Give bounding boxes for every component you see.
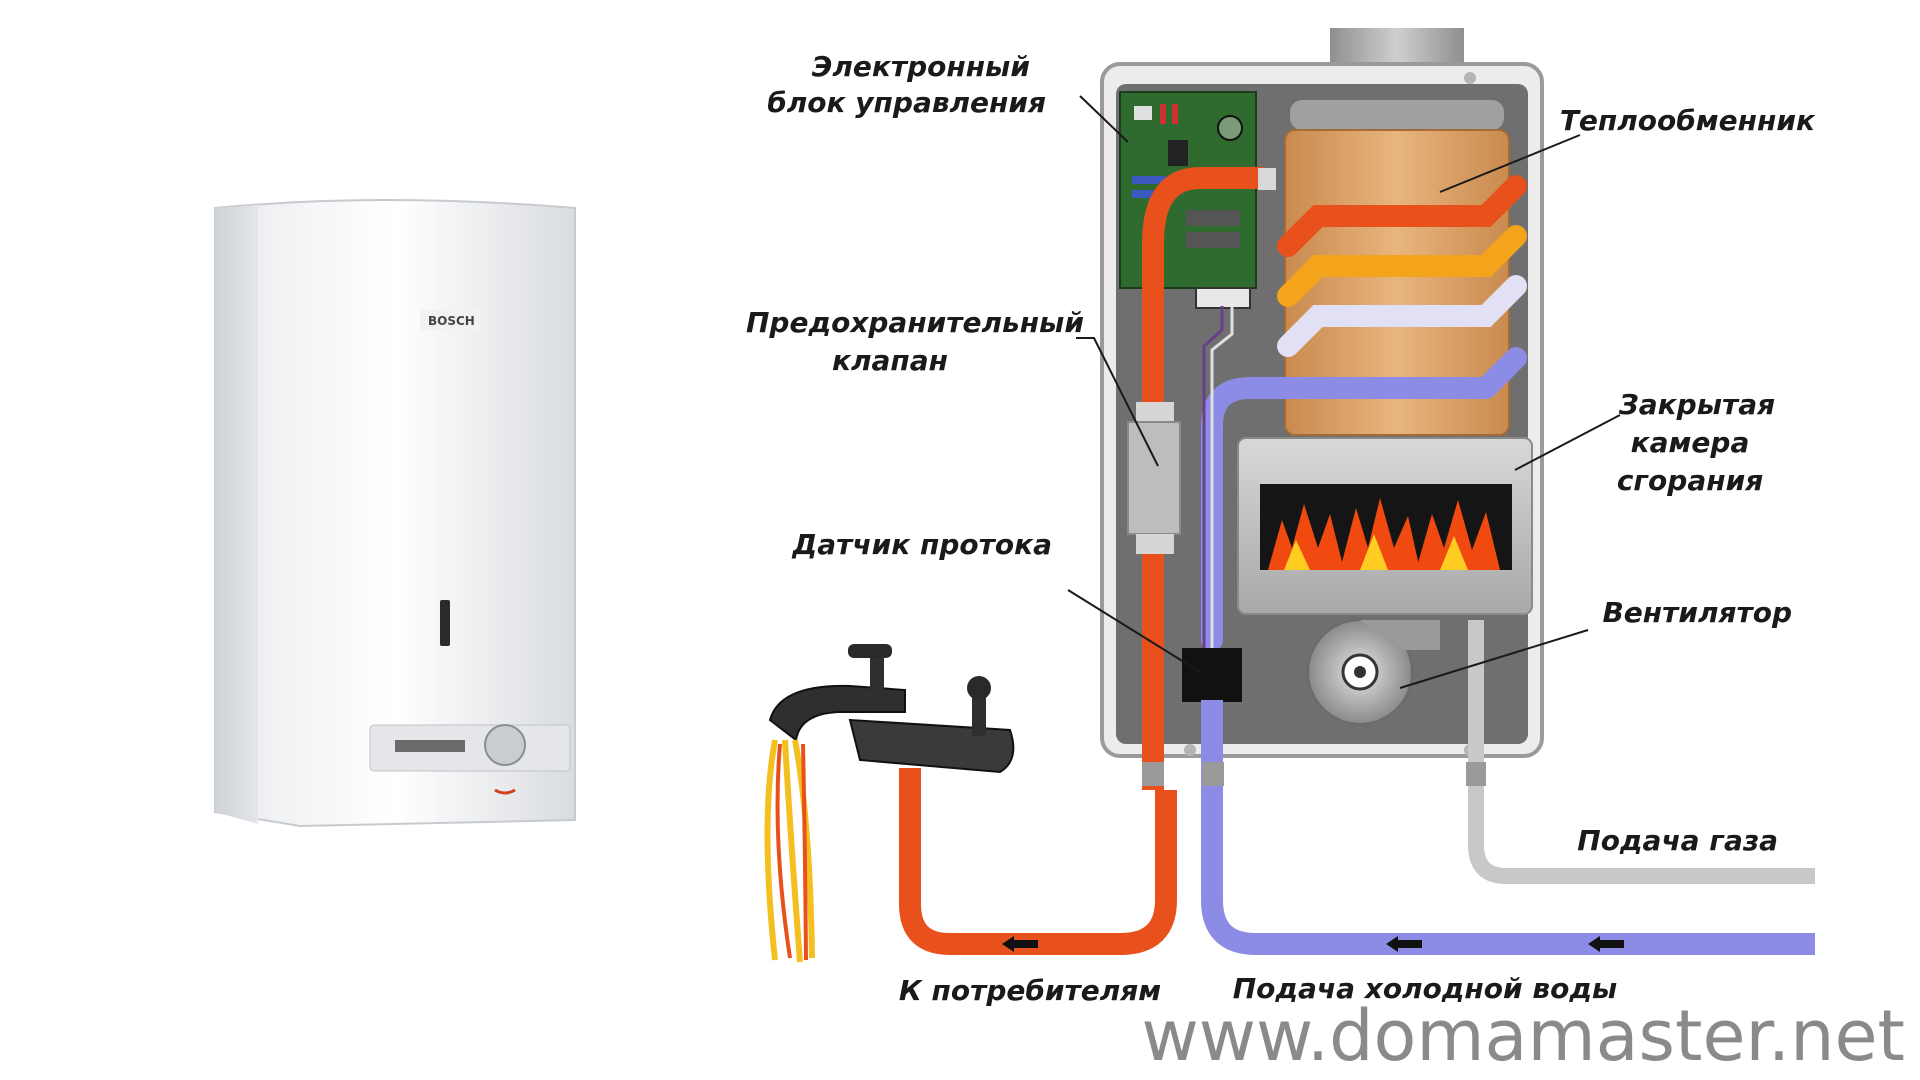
label-cold-water-supply: Подача холодной воды [1233, 972, 1618, 1005]
label-heat-exchanger: Теплообменник [1560, 104, 1816, 137]
safety-valve [1127, 402, 1181, 554]
label-combustion-chamber-line3: сгорания [1617, 464, 1763, 497]
coil-warm [1277, 225, 1527, 307]
cold-water-pipe [1201, 700, 1815, 955]
label-combustion-chamber-line1: Закрытая [1618, 388, 1775, 421]
label-combustion-chamber-line2: камера [1631, 426, 1750, 459]
water-heater-product: BOSCH [214, 199, 576, 828]
flow-sensor [1182, 648, 1242, 702]
coil-mild [1277, 275, 1527, 357]
faucet [764, 644, 1015, 963]
gas-pipe [1468, 620, 1815, 884]
hot-water-outlet-pipe [899, 768, 1177, 955]
flame [1416, 500, 1500, 570]
combustion-chamber [1237, 437, 1533, 615]
hot-water-pipe [1142, 167, 1264, 790]
leader-lines [1067, 95, 1621, 689]
brand-logo: BOSCH [428, 314, 475, 328]
temperature-knob [484, 724, 526, 766]
label-safety-valve-line2: клапан [832, 344, 948, 377]
watermark: www.domamaster.net [1142, 995, 1905, 1077]
fan [1307, 619, 1440, 725]
power-slider [395, 740, 465, 752]
label-control-unit-line2: блок управления [767, 86, 1046, 119]
label-safety-valve-line1: Предохранительный [746, 306, 1084, 339]
brand-plate [420, 310, 480, 330]
flame [1340, 498, 1420, 570]
flame [1268, 504, 1344, 570]
label-to-consumers: К потребителям [899, 974, 1161, 1007]
label-fan: Вентилятор [1602, 596, 1792, 629]
electronic-control-board [1119, 91, 1257, 309]
viewing-window [440, 600, 450, 646]
coil-hot [1277, 175, 1527, 257]
label-control-unit-line1: Электронный [812, 50, 1030, 83]
label-flow-sensor: Датчик протока [791, 528, 1052, 561]
label-gas-supply: Подача газа [1577, 824, 1778, 857]
flue-pipe [1330, 28, 1464, 68]
